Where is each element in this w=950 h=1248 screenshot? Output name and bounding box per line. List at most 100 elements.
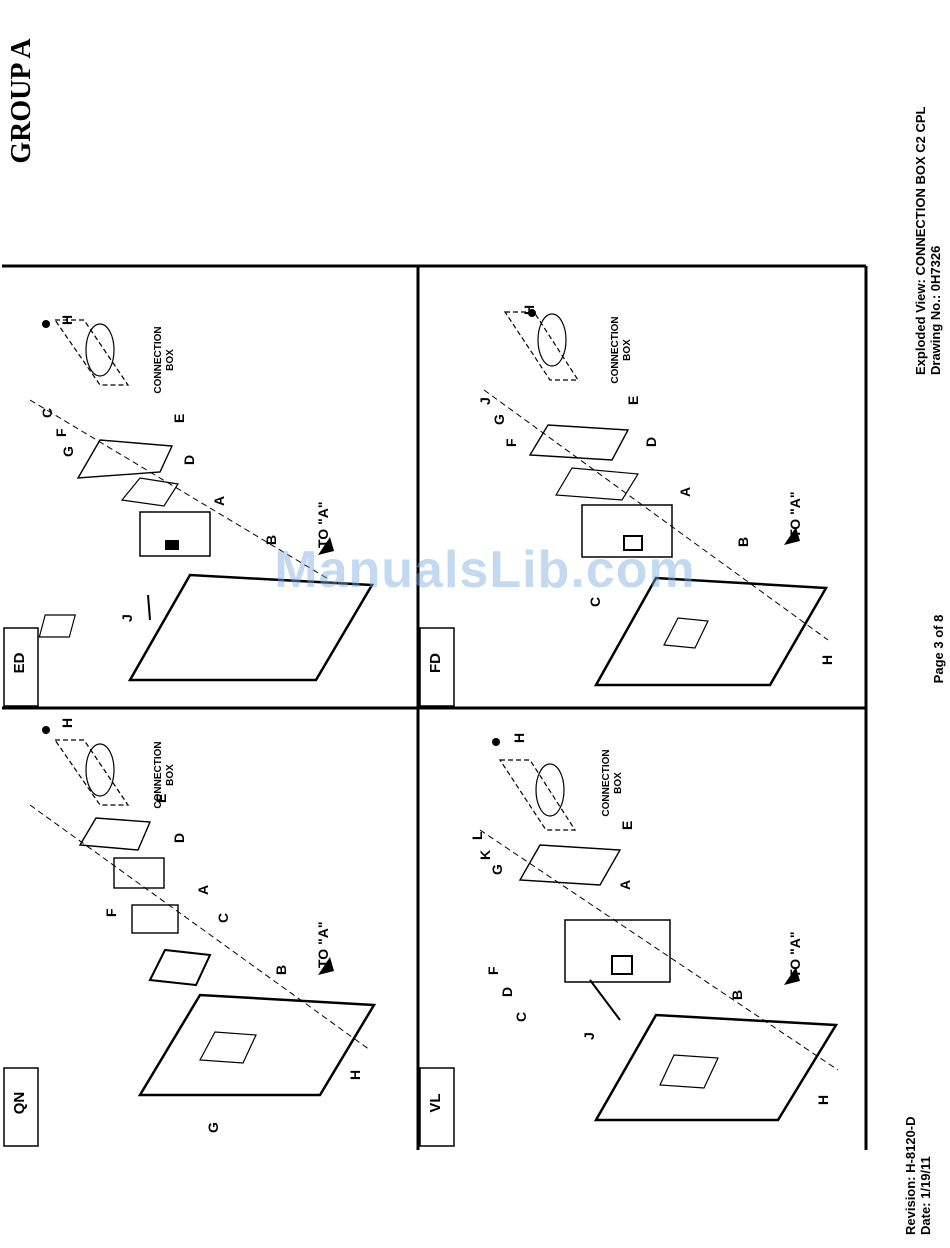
to-a-arrow (318, 957, 334, 975)
screw-h (42, 320, 50, 328)
connection-box-label-1: CONNECTION (610, 316, 621, 383)
quadrant-label-box (419, 1067, 455, 1147)
callout-b: B (729, 990, 745, 1000)
callout-c: C (215, 913, 231, 923)
callout-h-lower: H (815, 1095, 831, 1105)
callout-c: C (39, 408, 55, 418)
panel-cutout (663, 617, 709, 649)
to-a-label: TO "A" (315, 922, 331, 968)
connection-box-label-2: BOX (622, 339, 633, 361)
callout-e: E (153, 794, 169, 803)
callout-l: L (469, 831, 485, 840)
callout-f: F (103, 908, 119, 917)
callout-b: B (735, 537, 751, 547)
quadrant-fd: FD TO "A" CONNECTION BOX A B C D E F G H… (419, 305, 835, 707)
connection-box-outline (53, 319, 130, 386)
connection-box-opening (535, 763, 565, 817)
callout-f: F (53, 428, 69, 437)
callout-g: G (205, 1122, 221, 1133)
screw-h (42, 726, 50, 734)
cover-c (148, 948, 212, 987)
callout-a: A (617, 880, 633, 890)
callout-j: J (477, 397, 493, 405)
watermark: ManualsLib.com (274, 541, 696, 599)
connection-box-label-1: CONNECTION (153, 326, 164, 393)
panel-b (593, 1013, 839, 1122)
callout-h: H (521, 305, 537, 315)
panel-b (593, 576, 829, 687)
callout-k: K (477, 850, 493, 860)
connection-box-outline (498, 759, 577, 831)
callout-h: H (59, 315, 75, 325)
panel-b (137, 993, 377, 1097)
to-a-arrow (784, 527, 800, 545)
plate-d (554, 467, 640, 501)
connection-box-opening (85, 323, 115, 377)
connection-box-label-1: CONNECTION (153, 741, 164, 808)
breaker-handle (611, 955, 633, 975)
quadrant-label-box (3, 1067, 39, 1147)
screw-h (492, 738, 500, 746)
breaker-a (131, 904, 179, 934)
callout-e: E (171, 414, 187, 423)
callout-g: G (491, 414, 507, 425)
callout-h: H (59, 718, 75, 728)
quadrant-grid (2, 264, 868, 1150)
callout-a: A (677, 487, 693, 497)
callout-j: J (119, 614, 135, 622)
panel-cutout (659, 1054, 719, 1089)
breaker-handle (165, 540, 179, 550)
callout-e: E (619, 821, 635, 830)
quadrant-ed: ED TO "A" CONNECTION BOX A B C D E F G H… (3, 315, 375, 707)
connection-box-outline (53, 739, 130, 806)
callout-c: C (587, 597, 603, 607)
to-a-label: TO "A" (787, 932, 803, 978)
quadrant-qn: QN TO "A" CONNECTION BOX A B C D E F G H… (3, 718, 377, 1147)
callout-d: D (181, 455, 197, 465)
connection-box-outline (503, 311, 580, 381)
callout-f: F (485, 966, 501, 975)
connection-box-opening (85, 743, 115, 797)
callout-h: H (511, 733, 527, 743)
quadrant-label: ED (11, 652, 28, 673)
callout-c: C (513, 1012, 529, 1022)
callout-d: D (499, 987, 515, 997)
callout-e: E (625, 396, 641, 405)
callout-d: D (643, 437, 659, 447)
quadrant-vl: VL TO "A" CONNECTION BOX A B C D E F G H… (419, 733, 839, 1147)
panel-cutout (38, 614, 76, 638)
connection-box-label-1: CONNECTION (601, 749, 612, 816)
quadrant-label-box (3, 627, 39, 707)
connection-box-label-2: BOX (165, 349, 176, 371)
panel-b (127, 573, 375, 682)
plate-d (120, 477, 179, 507)
quadrant-label-box (419, 627, 455, 707)
bracket-e (518, 844, 622, 886)
to-a-label: TO "A" (315, 502, 331, 548)
breaker-handle (623, 535, 643, 551)
connection-box-label-2: BOX (165, 764, 176, 786)
callout-b: B (263, 535, 279, 545)
callout-g: G (489, 864, 505, 875)
callout-j: J (581, 1032, 597, 1040)
screw-h (528, 309, 536, 317)
quadrant-label: VL (427, 1093, 444, 1112)
bracket-e (528, 424, 630, 461)
to-a-arrow (318, 537, 334, 555)
callout-d: D (171, 833, 187, 843)
bracket-e (78, 817, 152, 851)
to-a-arrow (784, 967, 800, 985)
to-a-label: TO "A" (787, 492, 803, 538)
callout-a: A (211, 496, 227, 506)
panel-cutout (199, 1031, 257, 1064)
quadrant-label: QN (11, 1092, 28, 1115)
bracket-e (76, 439, 174, 479)
connection-box-opening (537, 313, 567, 367)
callout-f: F (503, 438, 519, 447)
callout-a: A (195, 885, 211, 895)
quadrant-label: FD (427, 653, 444, 673)
callout-b: B (273, 965, 289, 975)
callout-h-lower: H (819, 655, 835, 665)
callout-g: G (60, 446, 76, 457)
